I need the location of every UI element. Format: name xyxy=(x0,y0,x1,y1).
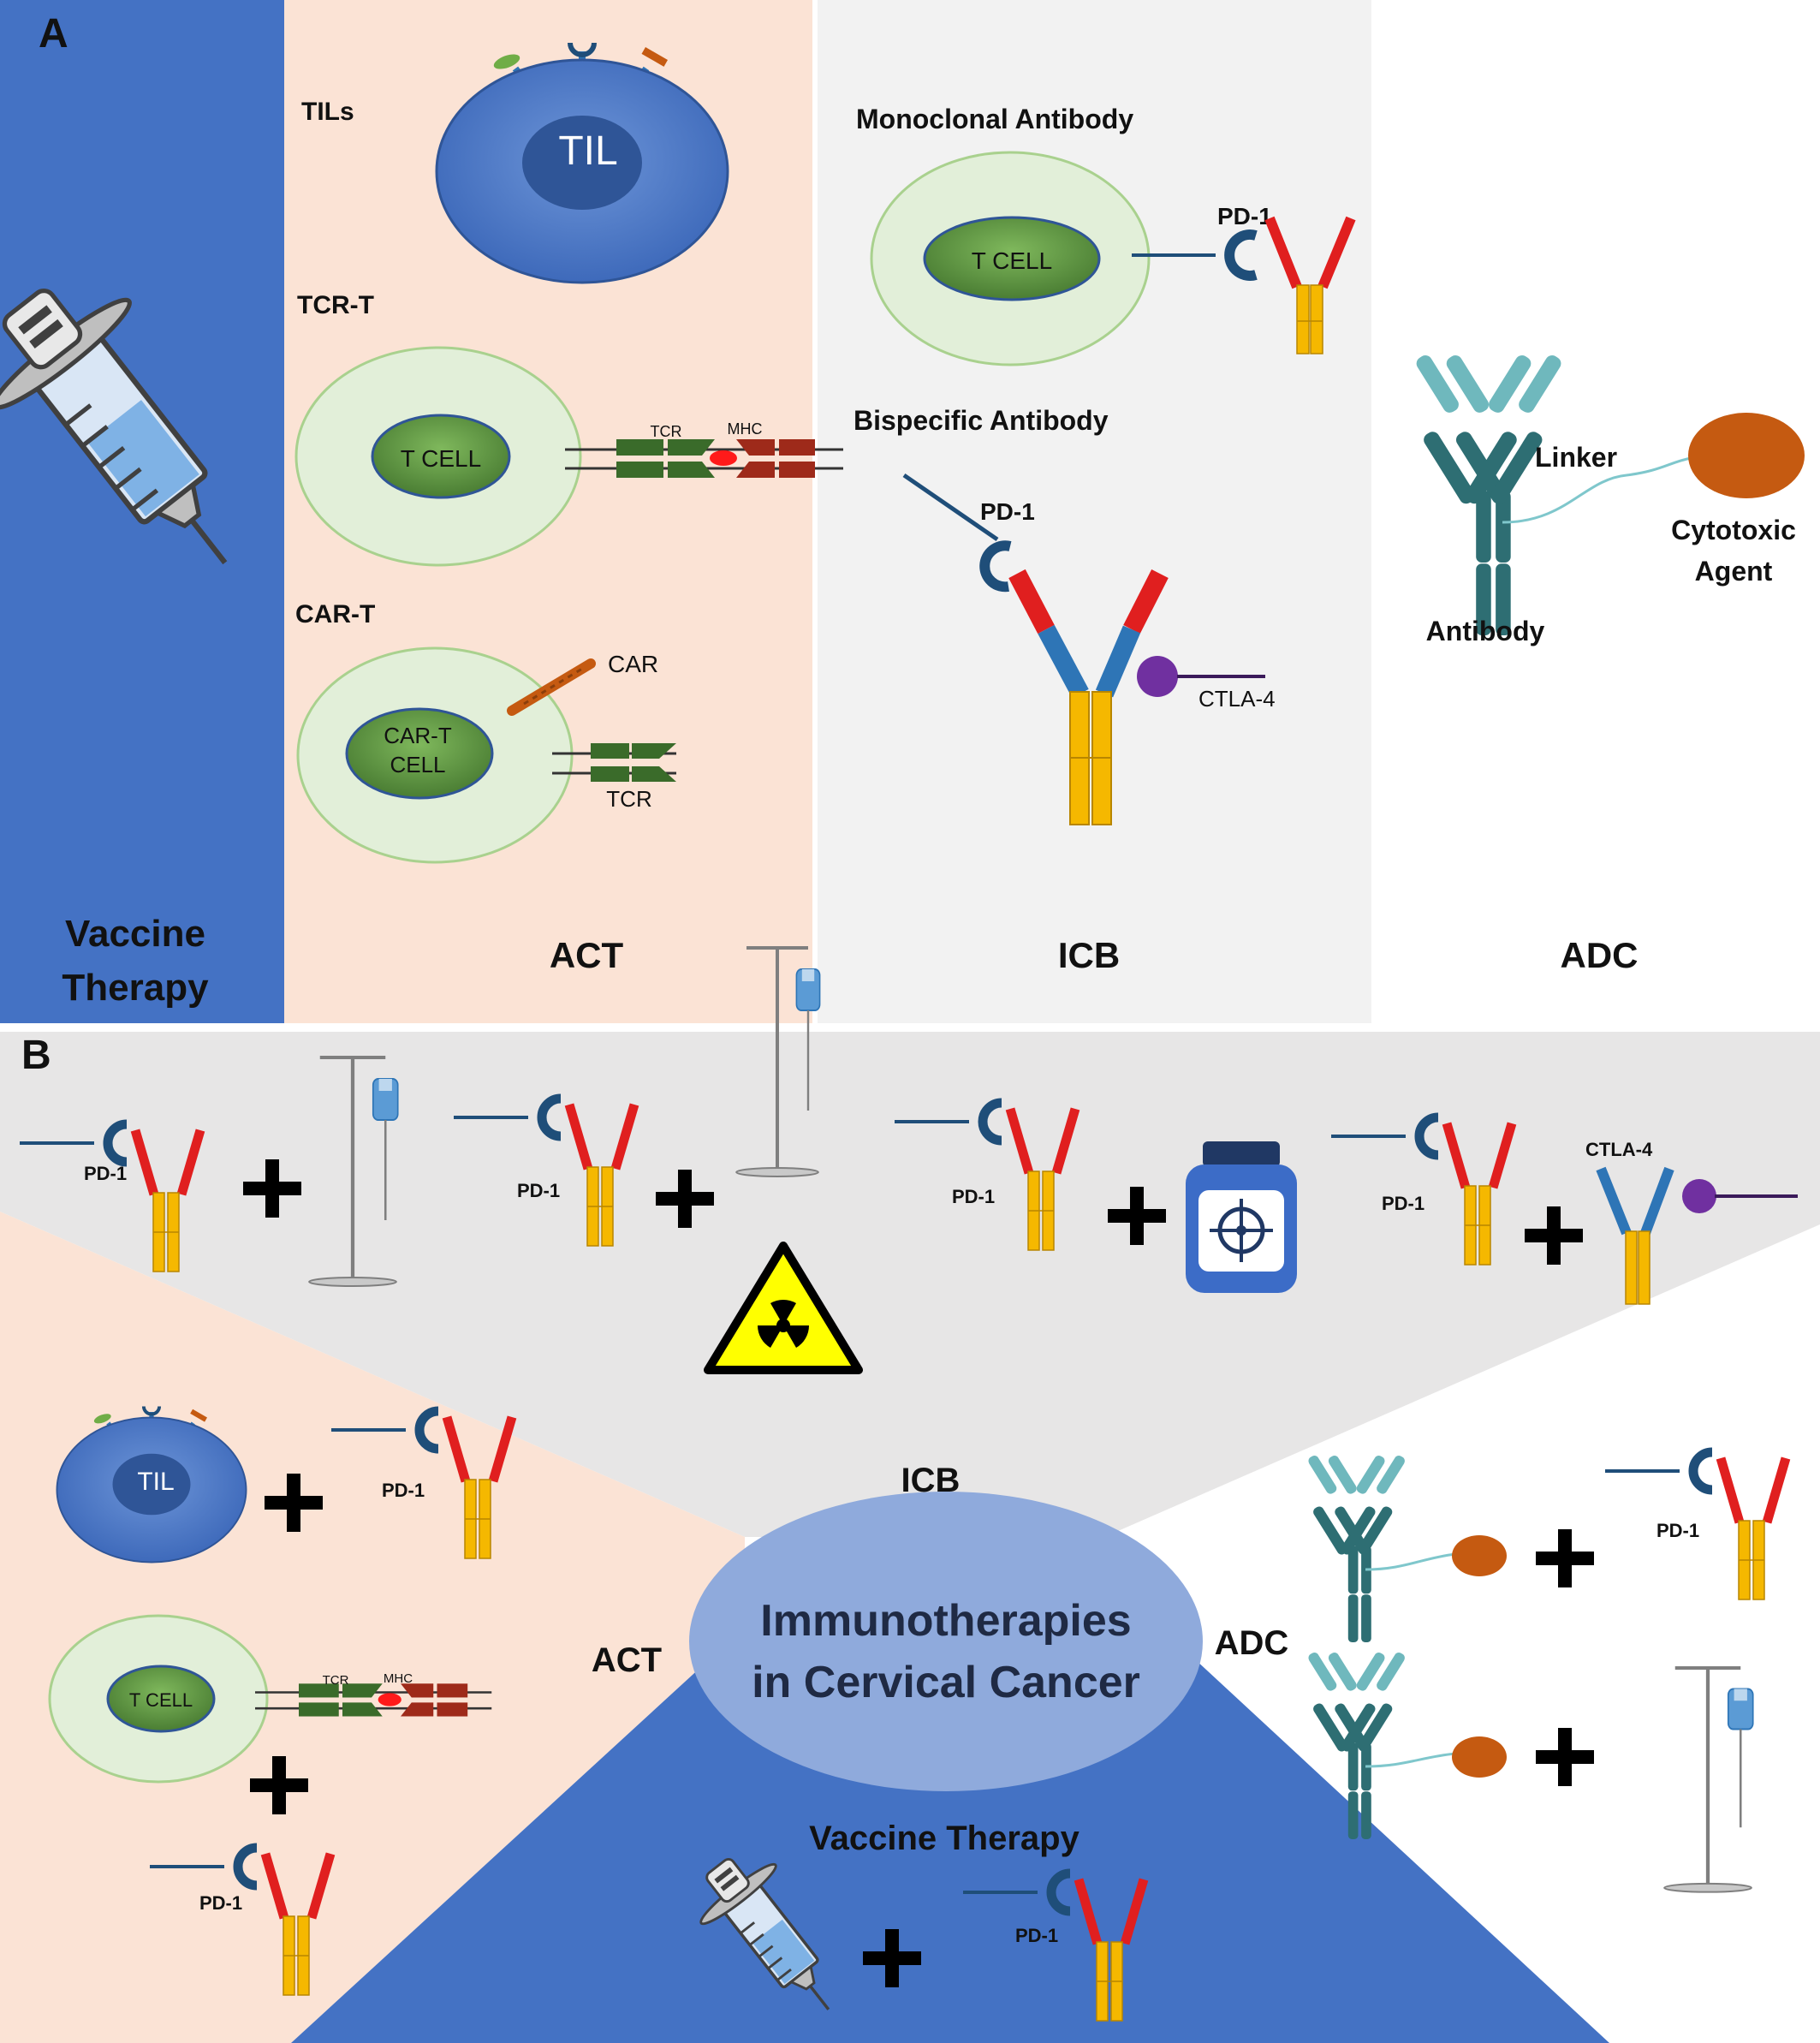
car-t-tcr xyxy=(552,743,676,782)
vaccine-label-line2: Therapy xyxy=(62,967,209,1009)
act-sector-label: ACT xyxy=(592,1641,662,1679)
tcr-label: TCR xyxy=(651,423,682,440)
icb-title: ICB xyxy=(1058,935,1120,975)
act-title: ACT xyxy=(550,935,624,975)
act-til-label: TIL xyxy=(137,1468,174,1496)
act-combo2-pd1-label: PD-1 xyxy=(199,1892,242,1914)
car-t-cell-label-line2: CELL xyxy=(390,752,445,777)
adc-linker-icon xyxy=(1502,456,1692,524)
mono-pd1-label: PD-1 xyxy=(1217,203,1272,229)
panel-b-letter: B xyxy=(21,1033,51,1078)
vaccine-combo-pd1-label: PD-1 xyxy=(1015,1925,1058,1946)
panel-a: A Vaccine Therapy TILs TIL TCR-T T CELL … xyxy=(0,0,1820,1023)
icb-combo3-pd1-label: PD-1 xyxy=(952,1186,995,1207)
car-t-cell-label-line1: CAR-T xyxy=(384,723,452,748)
center-title-line1: Immunotherapies xyxy=(760,1596,1131,1646)
pd1-receptor-icon xyxy=(1224,229,1258,281)
adc-column xyxy=(1371,0,1820,1023)
bispecific-title: Bispecific Antibody xyxy=(853,405,1109,436)
mono-t-cell-label: T CELL xyxy=(972,247,1052,274)
til-cell-label: TIL xyxy=(558,128,617,174)
panel-a-letter: A xyxy=(39,11,68,57)
panel-b: B PD-1 PD-1 PD-1 PD-1 xyxy=(0,948,1820,2043)
monoclonal-antibody-icon xyxy=(1264,216,1356,354)
act-mhc-label: MHC xyxy=(384,1671,413,1686)
bispecific-pd1-receptor-icon xyxy=(979,540,1012,593)
tcrt-label: TCR-T xyxy=(297,291,374,319)
icb-sector-label: ICB xyxy=(901,1462,961,1499)
tcr-t-cell-nucleus xyxy=(371,414,511,499)
icb-column xyxy=(815,0,1371,1023)
icb-combo4-pd1-label: PD-1 xyxy=(1382,1193,1424,1214)
car-receptor xyxy=(507,658,596,716)
tcr-t-cell-label: T CELL xyxy=(401,445,481,472)
ctla4-antibody-icon xyxy=(1596,1166,1798,1305)
bispecific-antibody-icon xyxy=(1008,569,1265,825)
icb-combo1-pd1-label: PD-1 xyxy=(84,1163,127,1184)
tils-label: TILs xyxy=(301,98,354,126)
mhc-label: MHC xyxy=(728,420,763,438)
center-ellipse xyxy=(689,1492,1203,1791)
mono-t-cell-nucleus xyxy=(923,216,1101,301)
icb-combo2-pd1-label: PD-1 xyxy=(517,1180,560,1201)
car-label: CAR xyxy=(608,651,658,677)
act-tcell-label: T CELL xyxy=(129,1689,193,1711)
bispecific-pd1-label: PD-1 xyxy=(980,498,1035,525)
act-tcell-nucleus xyxy=(106,1665,216,1733)
vaccine-sector-label: Vaccine Therapy xyxy=(809,1820,1080,1857)
monoclonal-title: Monoclonal Antibody xyxy=(856,104,1133,134)
center-title-line2: in Cervical Cancer xyxy=(752,1658,1140,1707)
car-t-cell-nucleus xyxy=(345,707,494,800)
vaccine-label-line1: Vaccine xyxy=(65,913,205,955)
act-combo1-pd1-label: PD-1 xyxy=(382,1480,425,1501)
adc-combo1-pd1-label: PD-1 xyxy=(1656,1520,1699,1541)
cytotoxic-label-line2: Agent xyxy=(1695,556,1773,587)
icb-sector xyxy=(0,1032,1820,1537)
ctla4-label: CTLA-4 xyxy=(1198,686,1276,712)
cytotoxic-label-line1: Cytotoxic xyxy=(1671,515,1796,545)
act-sector xyxy=(0,1212,745,2043)
vaccine-sector xyxy=(291,1627,1609,2043)
cart-label: CAR-T xyxy=(295,600,375,628)
cytotoxic-agent-icon xyxy=(1452,1736,1507,1778)
car-t-tcr-label: TCR xyxy=(606,786,651,812)
cytotoxic-agent-icon xyxy=(1688,413,1805,498)
act-tcr-label: TCR xyxy=(323,1673,349,1688)
ctla4-combo-label: CTLA-4 xyxy=(1585,1139,1653,1160)
linker-label: Linker xyxy=(1535,442,1617,473)
adc-title: ADC xyxy=(1561,935,1639,975)
adc-sector-label: ADC xyxy=(1215,1624,1289,1662)
cytotoxic-agent-icon xyxy=(1452,1535,1507,1576)
targeted-drug-bottle-icon xyxy=(1186,1141,1297,1293)
antibody-label: Antibody xyxy=(1426,616,1545,646)
radiation-icon xyxy=(704,1242,863,1374)
